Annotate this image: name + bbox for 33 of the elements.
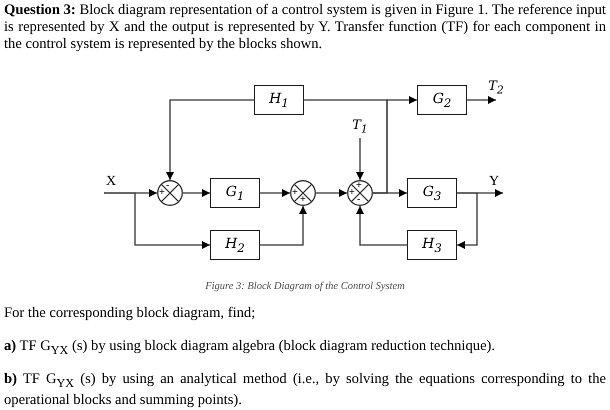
arrow (166, 99, 254, 180)
transfer-function-block: H$_{3}$ (407, 230, 457, 260)
signal-label: T$_{2}$ (484, 76, 508, 100)
connector-line (304, 99, 388, 194)
figure-caption: Figure 3: Block Diagram of the Control System (204, 281, 406, 292)
transfer-function-block: G$_{3}$ (407, 178, 457, 208)
signal-label: Y (482, 171, 506, 193)
sign-symbol: - (357, 195, 360, 205)
arrow (457, 192, 478, 249)
question-part-a: a) TF G$_{YX}$ (s) by using block diagram algebra (block diagram reduction technique). (4, 338, 496, 359)
transfer-function-block: H$_{1}$ (254, 85, 304, 115)
arrow (356, 138, 364, 180)
transfer-function-block: G$_{2}$ (417, 85, 467, 115)
arrow (104, 192, 210, 249)
instruction-text: For the corresponding block diagram, find; (4, 305, 256, 322)
arrow (316, 189, 347, 197)
question-paragraph: Question 3: Block diagram representation of a control system is given in Figure 1. The reference input is represented by X and the output is represented by Y. Transfer function (TF) for each component in the control system is represented by the blocks shown. (4, 2, 606, 53)
transfer-function-block: G$_{1}$ (210, 178, 260, 208)
sign-symbol: + (300, 195, 306, 205)
signal-label: T$_{1}$ (348, 116, 372, 138)
arrow (183, 189, 210, 197)
arrow (467, 96, 496, 104)
sign-symbol: - (166, 181, 170, 191)
question-part-b: b) TF G$_{YX}$ (s) by using an analytical method (i.e., by solving the equations corresponding to the operational blocks and summing points). (4, 371, 606, 409)
sign-symbol: + (159, 188, 165, 198)
sign-symbol: + (356, 181, 362, 191)
sign-symbol: + (349, 188, 355, 198)
arrow (260, 206, 307, 246)
arrow (356, 206, 407, 246)
arrow (260, 189, 290, 197)
sign-symbol: + (292, 188, 298, 198)
transfer-function-block: H$_{2}$ (210, 230, 260, 260)
signal-label: X (100, 171, 122, 193)
